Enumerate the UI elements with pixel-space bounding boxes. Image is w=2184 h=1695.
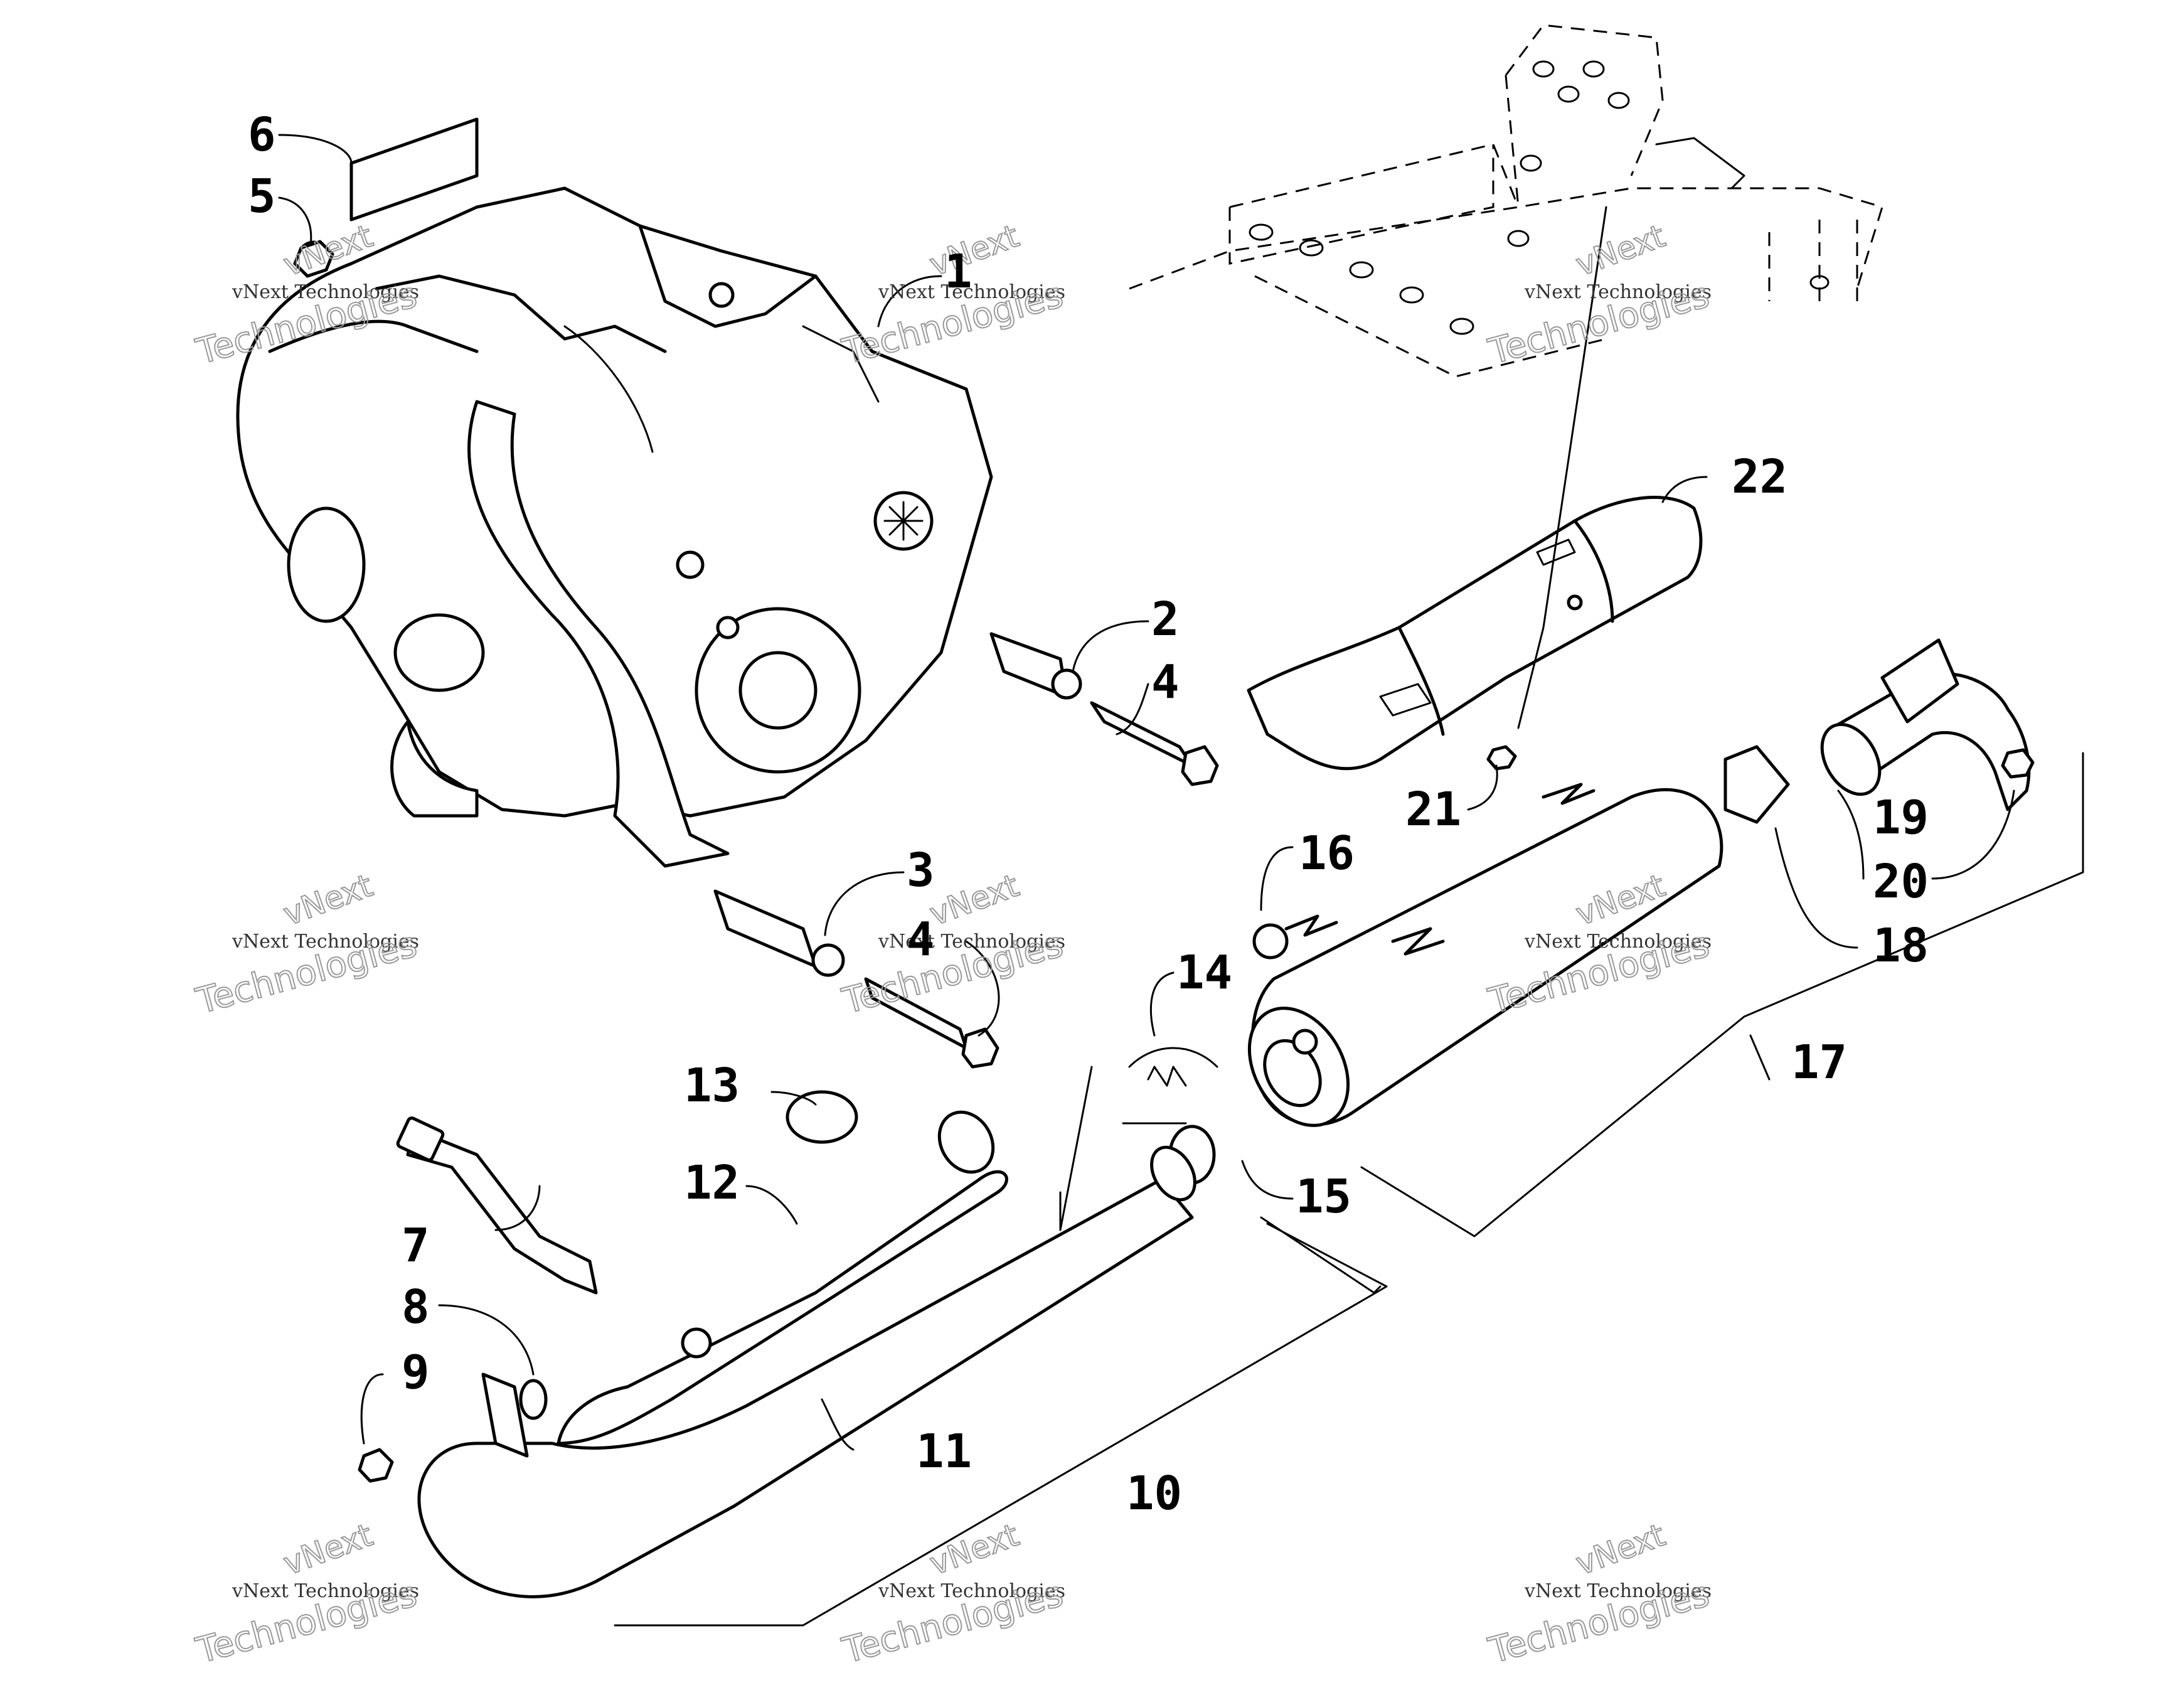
nut-part-5 <box>293 240 334 278</box>
part-number-label: 4 <box>907 912 935 966</box>
watermark-top: vNext <box>1571 1517 1670 1582</box>
muffler-illustration <box>1247 783 1723 1127</box>
watermark-small: vNext Technologies <box>232 281 419 303</box>
part-number-label: 1 <box>944 245 972 299</box>
part-number-label: 16 <box>1299 826 1355 880</box>
part-number-label: 5 <box>248 169 276 223</box>
part-number-label: 13 <box>684 1059 740 1113</box>
watermark-small: vNext Technologies <box>878 1580 1065 1602</box>
watermark-small: vNext Technologies <box>232 1580 419 1602</box>
watermark-small: vNext Technologies <box>232 931 419 953</box>
part-number-label: 2 <box>1151 592 1180 646</box>
part-number-label: 9 <box>402 1345 430 1399</box>
part-number-label: 15 <box>1296 1170 1351 1224</box>
part-number-label: 12 <box>684 1156 740 1210</box>
clamp-spring-illustration <box>786 1029 1318 1185</box>
watermark-top: vNext <box>279 867 377 933</box>
watermark-top: vNext <box>279 1517 377 1582</box>
part-number-label: 7 <box>402 1219 430 1273</box>
part-number-label: 18 <box>1873 919 1929 973</box>
watermark-small: vNext Technologies <box>878 931 1065 953</box>
watermark-small: vNext Technologies <box>1524 1580 1712 1602</box>
part-number-label: 8 <box>402 1280 430 1334</box>
part-number-label: 22 <box>1732 450 1787 504</box>
part-number-labels: 1 2 3 4 4 5 6 7 8 9 10 11 12 13 14 15 16… <box>248 108 1929 1521</box>
decal-part <box>349 117 479 222</box>
part-number-label: 19 <box>1873 791 1929 845</box>
part-number-label: 17 <box>1791 1035 1847 1089</box>
part-number-label: 10 <box>1126 1467 1182 1521</box>
part-number-label: 6 <box>248 108 276 162</box>
part-number-label: 20 <box>1873 855 1929 909</box>
stud-bolt-illustrations <box>713 632 1219 1069</box>
tailpipe-illustration <box>1252 638 2035 960</box>
engine-illustration <box>236 186 993 868</box>
part-number-label: 3 <box>907 843 935 897</box>
part-number-label: 21 <box>1405 783 1461 837</box>
watermark-small: vNext Technologies <box>878 281 1065 303</box>
part-number-label: 11 <box>916 1425 972 1478</box>
watermark-top: vNext <box>925 867 1023 933</box>
watermark-small: vNext Technologies <box>1524 281 1712 303</box>
part-number-label: 4 <box>1151 655 1180 709</box>
watermark-small: vNext Technologies <box>1524 931 1712 953</box>
header-pipe-illustration <box>358 1110 1196 1598</box>
frame-illustration <box>1129 24 1883 378</box>
watermark-top: vNext <box>925 218 1023 283</box>
heat-shield-illustration <box>1247 496 1703 771</box>
part-number-label: 14 <box>1176 946 1232 1000</box>
watermark-top: vNext <box>1571 218 1670 283</box>
leader-lines <box>278 134 2084 1627</box>
